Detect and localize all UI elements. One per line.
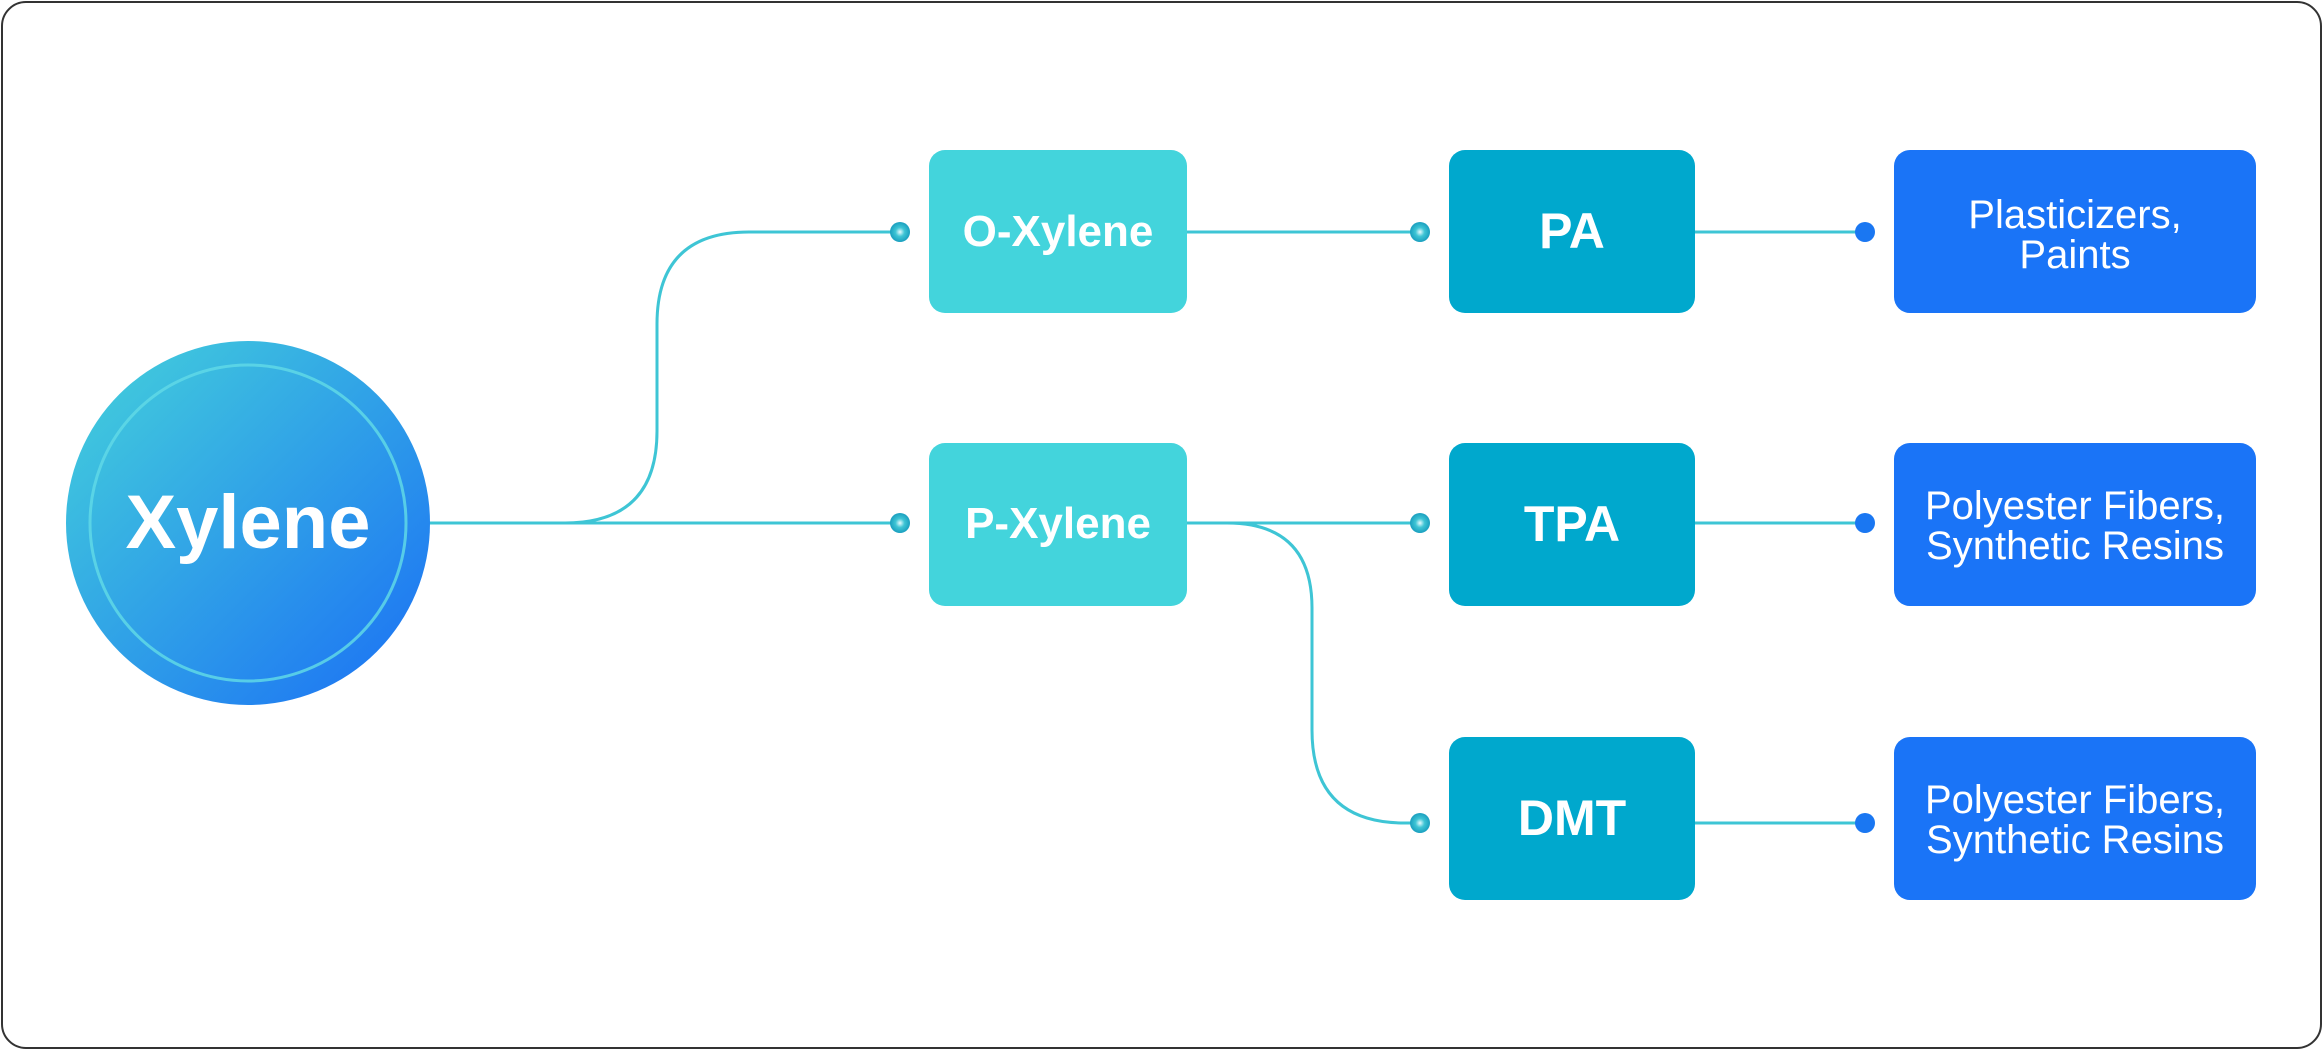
application-3-line-2: Synthetic Resins	[1926, 818, 2224, 862]
tpa-label: TPA	[1524, 496, 1620, 552]
root-label: Xylene	[125, 480, 370, 565]
application-2-line-1: Polyester Fibers,	[1925, 484, 2225, 528]
dot-application-1	[1855, 222, 1875, 242]
application-1: Plasticizers, Paints	[1894, 150, 2256, 313]
connector-pxylene-to-dmt	[1187, 521, 1420, 825]
oxylene-label: O-Xylene	[963, 207, 1154, 256]
dot-application-3	[1855, 813, 1875, 833]
dot-oxylene	[890, 222, 910, 242]
connector-root-to-oxylene	[405, 230, 900, 525]
box-pa	[1449, 150, 1695, 313]
root-circle	[66, 341, 430, 705]
box-pxylene	[929, 443, 1187, 606]
box-oxylene	[929, 150, 1187, 313]
box-application-2	[1894, 443, 2256, 606]
dot-pa	[1410, 222, 1430, 242]
application-3-line-1: Polyester Fibers,	[1925, 778, 2225, 822]
application-1-line-2: Paints	[2019, 233, 2130, 277]
derivative-tpa: TPA	[1449, 443, 1695, 606]
derivative-dmt: DMT	[1449, 737, 1695, 900]
application-2-line-2: Synthetic Resins	[1926, 524, 2224, 568]
application-3: Polyester Fibers, Synthetic Resins	[1894, 737, 2256, 900]
dot-application-2	[1855, 513, 1875, 533]
pxylene-label: P-Xylene	[965, 499, 1151, 548]
connectors	[405, 230, 1865, 825]
root-node: Xylene	[66, 341, 430, 705]
isomer-oxylene: O-Xylene	[929, 150, 1187, 313]
box-dmt	[1449, 737, 1695, 900]
dmt-label: DMT	[1518, 790, 1626, 846]
derivative-pa: PA	[1449, 150, 1695, 313]
application-1-line-1: Plasticizers,	[1968, 193, 2181, 237]
connector-dots	[890, 222, 1875, 833]
box-application-3	[1894, 737, 2256, 900]
pa-label: PA	[1539, 203, 1605, 259]
root-inner-ring	[88, 363, 408, 683]
isomer-pxylene: P-Xylene	[929, 443, 1187, 606]
dot-tpa	[1410, 513, 1430, 533]
box-application-1	[1894, 150, 2256, 313]
application-2: Polyester Fibers, Synthetic Resins	[1894, 443, 2256, 606]
dot-dmt	[1410, 813, 1430, 833]
dot-pxylene	[890, 513, 910, 533]
box-tpa	[1449, 443, 1695, 606]
